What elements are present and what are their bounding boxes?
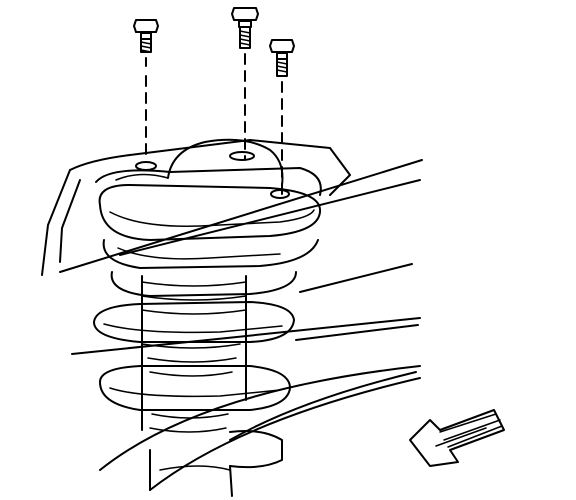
spring-coil-4 bbox=[93, 301, 295, 343]
upper-strut-mount bbox=[95, 138, 322, 199]
mount-dome bbox=[167, 138, 284, 186]
mount-right-hole bbox=[270, 189, 290, 199]
bracket-left-edge bbox=[41, 169, 71, 276]
spring-coil-5 bbox=[99, 365, 291, 411]
lower-arm-curve-2 bbox=[149, 377, 421, 491]
frame-line-lower-2 bbox=[295, 324, 419, 341]
strut-dust-boot bbox=[141, 275, 247, 433]
spring-coil-2 bbox=[102, 239, 319, 269]
spring-coil-3 bbox=[110, 271, 297, 297]
front-direction-arrow-icon bbox=[409, 409, 505, 467]
lower-arm-curve-1 bbox=[99, 365, 421, 471]
bolt-left bbox=[133, 19, 159, 161]
bracket-left-inner bbox=[59, 179, 81, 263]
spring-coil-1 bbox=[98, 184, 322, 241]
mount-left-hole bbox=[135, 161, 157, 171]
frame-line-upper-2 bbox=[119, 179, 421, 256]
vehicle-frame bbox=[41, 139, 423, 491]
frame-line-mid bbox=[299, 263, 413, 293]
bolt-center bbox=[231, 7, 259, 161]
frame-line-upper bbox=[59, 159, 423, 273]
strut-lower-body bbox=[149, 430, 283, 497]
coil-spring bbox=[93, 184, 322, 411]
mount-bracket bbox=[69, 139, 351, 196]
mount-flange bbox=[95, 167, 322, 196]
mount-center-hole bbox=[229, 151, 255, 161]
bolt-right bbox=[269, 39, 295, 199]
